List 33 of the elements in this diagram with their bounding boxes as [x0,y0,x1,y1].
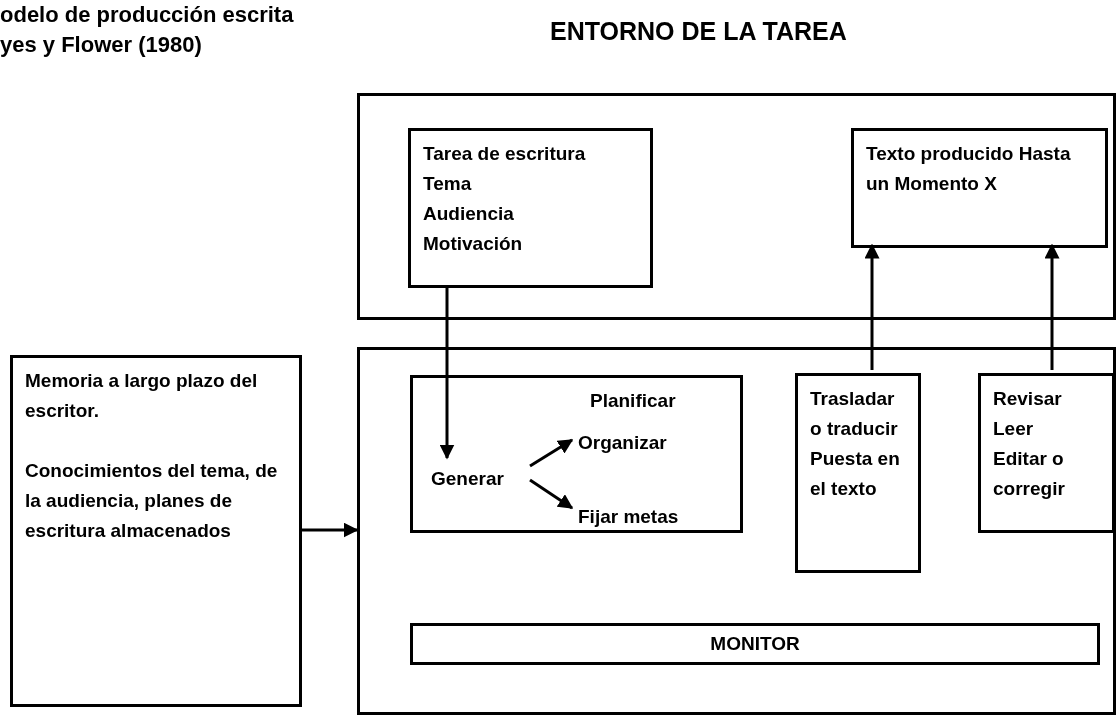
process-box [410,375,743,533]
box-text: Puesta en el texto [810,447,901,501]
box-text: Texto producido Hasta un Momento X [866,142,1072,196]
process-box [357,347,1116,715]
box-text: Audiencia [423,202,515,226]
arrow [529,438,574,468]
section-heading: ENTORNO DE LA TAREA [550,16,847,46]
arrow [439,285,455,460]
diagram-title: odelo de producción escrita yes y Flower (1980) [0,1,295,59]
box-text: Trasladar o traducir [810,387,899,441]
box-text: Tarea de escritura [423,142,587,166]
process-box [978,373,1115,533]
process-box [10,355,302,707]
box-text: Motivación [423,232,524,256]
box-text: Revisar [993,387,1063,411]
step-label: Organizar [578,431,668,455]
process-box [410,623,1100,665]
step-label: Fijar metas [578,505,680,529]
arrow [1044,243,1060,370]
process-box [851,128,1108,248]
arrow [529,478,574,510]
arrow [302,522,359,538]
box-text: Tema [423,172,473,196]
box-text: Memoria a largo plazo del escritor. [25,369,259,423]
arrow [864,243,880,370]
process-box [408,128,653,288]
box-heading: Planificar [589,389,677,413]
box-text: Leer [993,417,1035,441]
box-label: MONITOR [709,634,801,654]
step-label: Generar [431,467,505,491]
process-box [795,373,921,573]
box-text: Editar o corregir [993,447,1066,501]
box-text: Conocimientos del tema, de la audiencia, planes de escritura almacenados [25,459,279,543]
